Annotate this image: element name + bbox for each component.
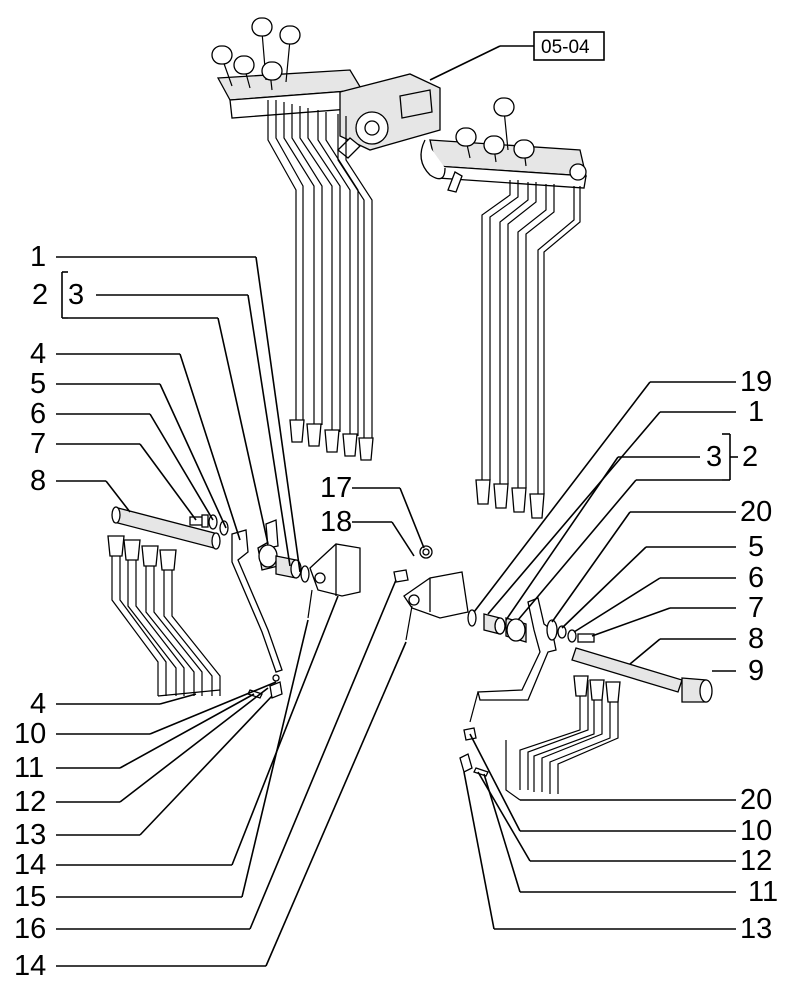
label-left-4a: 4 [30,338,46,370]
label-right-20b: 20 [740,784,772,816]
label-right-2: 2 [742,441,758,473]
label-left-12: 12 [14,786,46,818]
control-valve-assembly [211,17,587,193]
label-left-14b: 14 [14,950,46,982]
label-left-7: 7 [30,428,46,460]
label-right-1: 1 [748,396,764,428]
label-left-13: 13 [14,819,46,851]
label-right-7: 7 [748,592,764,624]
label-right-19: 19 [740,366,772,398]
right-exploded-parts [393,545,713,801]
label-right-3: 3 [706,441,722,473]
label-right-5: 5 [748,531,764,563]
label-left-5: 5 [30,368,46,400]
label-left-15: 15 [14,881,46,913]
label-right-9: 9 [748,655,764,687]
label-right-17: 17 [320,472,352,504]
label-left-1: 1 [30,241,46,273]
label-left-4b: 4 [30,688,46,720]
left-linkage-rods [267,100,374,461]
label-left-10: 10 [14,718,46,750]
reference-callout: 05-04 [429,31,605,81]
label-right-12: 12 [740,845,772,877]
label-right-6: 6 [748,562,764,594]
label-right-11: 11 [748,876,778,908]
left-exploded-parts [107,506,361,699]
label-left-3: 3 [68,279,84,311]
label-right-20a: 20 [740,496,772,528]
label-right-8: 8 [748,623,764,655]
label-left-6: 6 [30,398,46,430]
label-left-2: 2 [32,279,48,311]
label-left-8: 8 [30,465,46,497]
reference-label: 05-04 [541,37,590,58]
right-callouts: 17 18 19 1 3 2 20 5 6 7 8 9 20 10 12 [320,366,778,945]
label-right-18: 18 [320,506,352,538]
right-linkage-rods [475,180,581,519]
label-left-14a: 14 [14,849,46,881]
label-right-10: 10 [740,815,772,847]
label-left-11: 11 [14,752,44,784]
left-callouts: 1 2 3 4 5 6 7 8 4 10 11 12 13 14 15 [14,241,407,982]
label-left-16: 16 [14,913,46,945]
label-right-13: 13 [740,913,772,945]
